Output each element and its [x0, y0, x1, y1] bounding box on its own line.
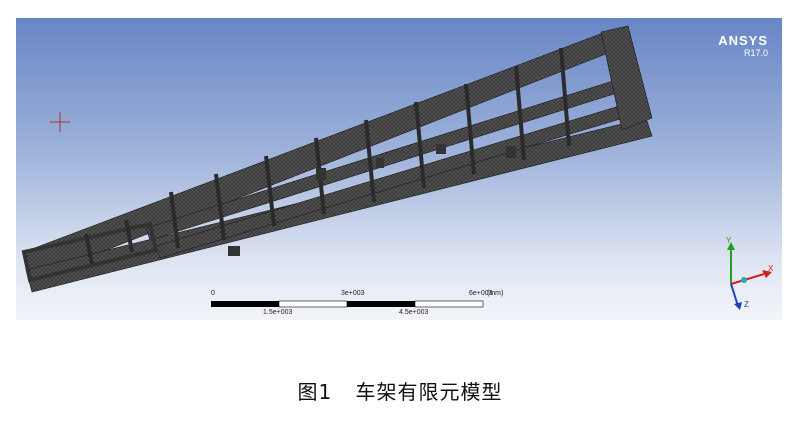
scale-unit: (mm): [487, 290, 504, 297]
axis-z-label: Z: [744, 300, 749, 309]
scale-bar: 0 3e+003 6e+003 (mm) 1.5e+003 4.5e+003: [211, 290, 504, 320]
scale-tick-label: 1.5e+003: [263, 309, 293, 316]
axis-x-label: X: [768, 264, 774, 273]
scale-tick-label: 6e+003: [469, 290, 493, 297]
axis-triad[interactable]: Y X Z: [706, 236, 776, 312]
figure-title: 车架有限元模型: [355, 380, 503, 404]
axis-y-label: Y: [726, 236, 732, 245]
figure-number: 图1: [297, 380, 333, 404]
cross-members: [84, 47, 571, 265]
scale-tick-label: 4.5e+003: [399, 309, 429, 316]
frame-front-end: [600, 25, 653, 131]
figure-caption: 图1 车架有限元模型: [0, 376, 800, 405]
brand-version: R17.0: [743, 48, 768, 58]
frame-brackets: [228, 144, 516, 256]
brand-name: ANSYS: [718, 33, 768, 48]
scale-bar-graphic: [211, 300, 484, 308]
crosshair-icon: [50, 112, 70, 132]
scale-tick-label: 3e+003: [341, 290, 365, 297]
ansys-logo: ANSYS R17.0: [718, 33, 768, 59]
vehicle-frame-mesh[interactable]: [16, 18, 782, 320]
axis-triad-graphic: [727, 242, 772, 310]
scale-tick-label: 0: [211, 290, 215, 297]
graphics-viewport[interactable]: ANSYS R17.0: [16, 18, 782, 320]
